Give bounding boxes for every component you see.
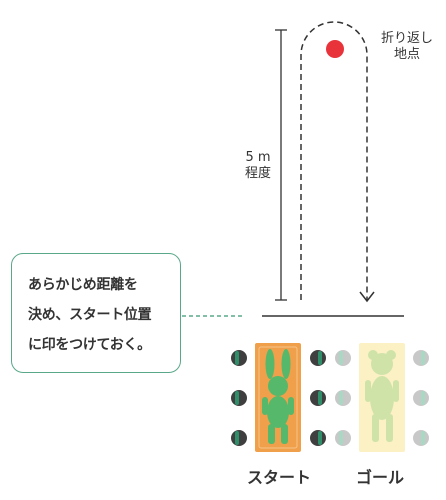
note-line-1: あらかじめ距離を bbox=[28, 277, 138, 293]
route-path bbox=[300, 21, 368, 300]
note-line-2: 決め、スタート位置 bbox=[28, 307, 152, 323]
turn-point-label: 折り返し 地点 bbox=[372, 31, 442, 64]
turn-point-marker bbox=[326, 40, 344, 58]
start-label: スタート bbox=[246, 468, 311, 487]
route-arrow-icon bbox=[359, 291, 375, 303]
person-icon bbox=[335, 430, 351, 446]
person-icon bbox=[335, 390, 351, 406]
goal-label: ゴール bbox=[355, 468, 404, 487]
turn-point-label-line2: 地点 bbox=[393, 47, 420, 63]
note-box: あらかじめ距離を 決め、スタート位置 に印をつけておく。 bbox=[11, 253, 181, 373]
person-icon bbox=[231, 390, 247, 406]
distance-label: 5 m 程度 bbox=[238, 150, 278, 183]
distance-unit: 程度 bbox=[244, 166, 271, 182]
start-mat-inner bbox=[258, 346, 298, 449]
goal-figure-icon bbox=[365, 350, 399, 442]
person-icon bbox=[310, 390, 326, 406]
person-icon bbox=[413, 350, 429, 366]
goal-people bbox=[335, 350, 429, 446]
start-people bbox=[231, 350, 326, 446]
distance-value: 5 m bbox=[245, 150, 271, 165]
person-icon bbox=[335, 350, 351, 366]
turn-point-label-line1: 折り返し bbox=[380, 31, 433, 46]
person-icon bbox=[413, 430, 429, 446]
person-icon bbox=[231, 430, 247, 446]
person-icon bbox=[413, 390, 429, 406]
person-icon bbox=[310, 350, 326, 366]
person-icon bbox=[310, 430, 326, 446]
start-figure-icon bbox=[262, 349, 294, 444]
note-line-3: に印をつけておく。 bbox=[28, 337, 151, 353]
person-icon bbox=[231, 350, 247, 366]
